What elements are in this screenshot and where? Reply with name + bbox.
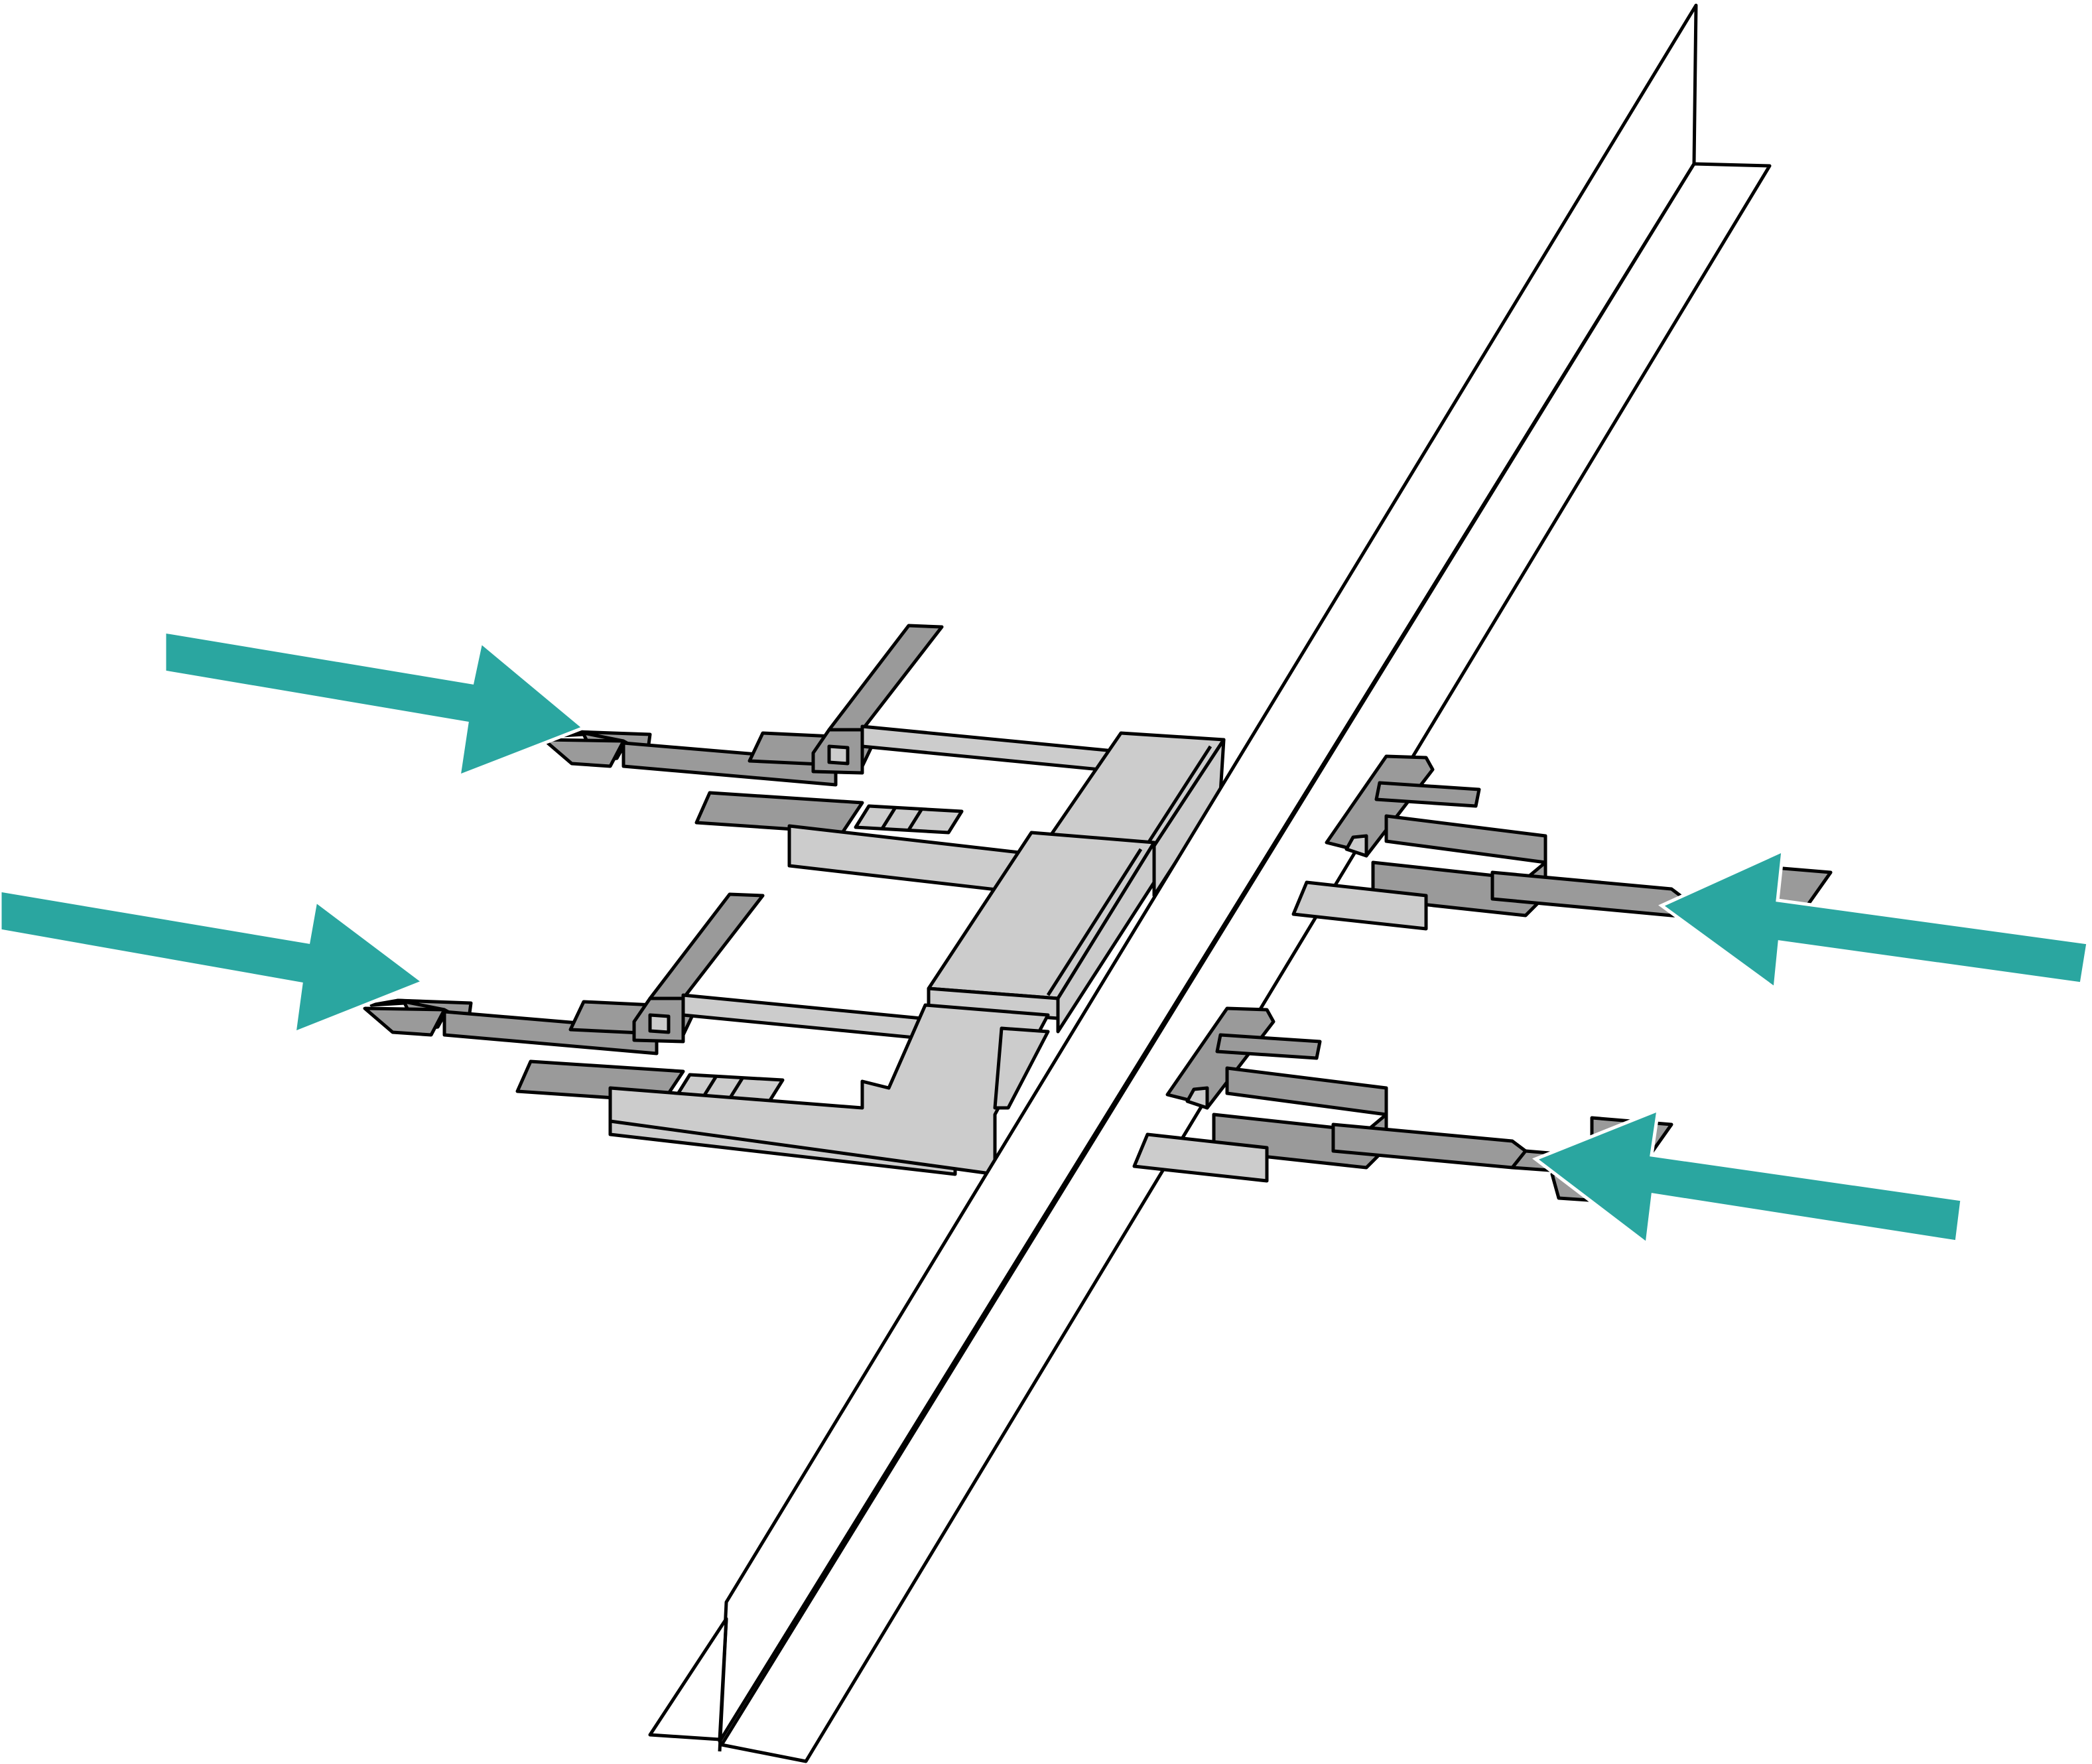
center-housing <box>927 831 1156 1034</box>
angle-rail <box>648 3 1772 1763</box>
arrow-lower-right <box>1532 1107 1964 1247</box>
arrow-upper-right <box>1658 847 2090 992</box>
lower-housing <box>608 1003 1050 1176</box>
arrow-upper-left <box>163 630 587 779</box>
arrow-lower-left <box>0 888 427 1036</box>
